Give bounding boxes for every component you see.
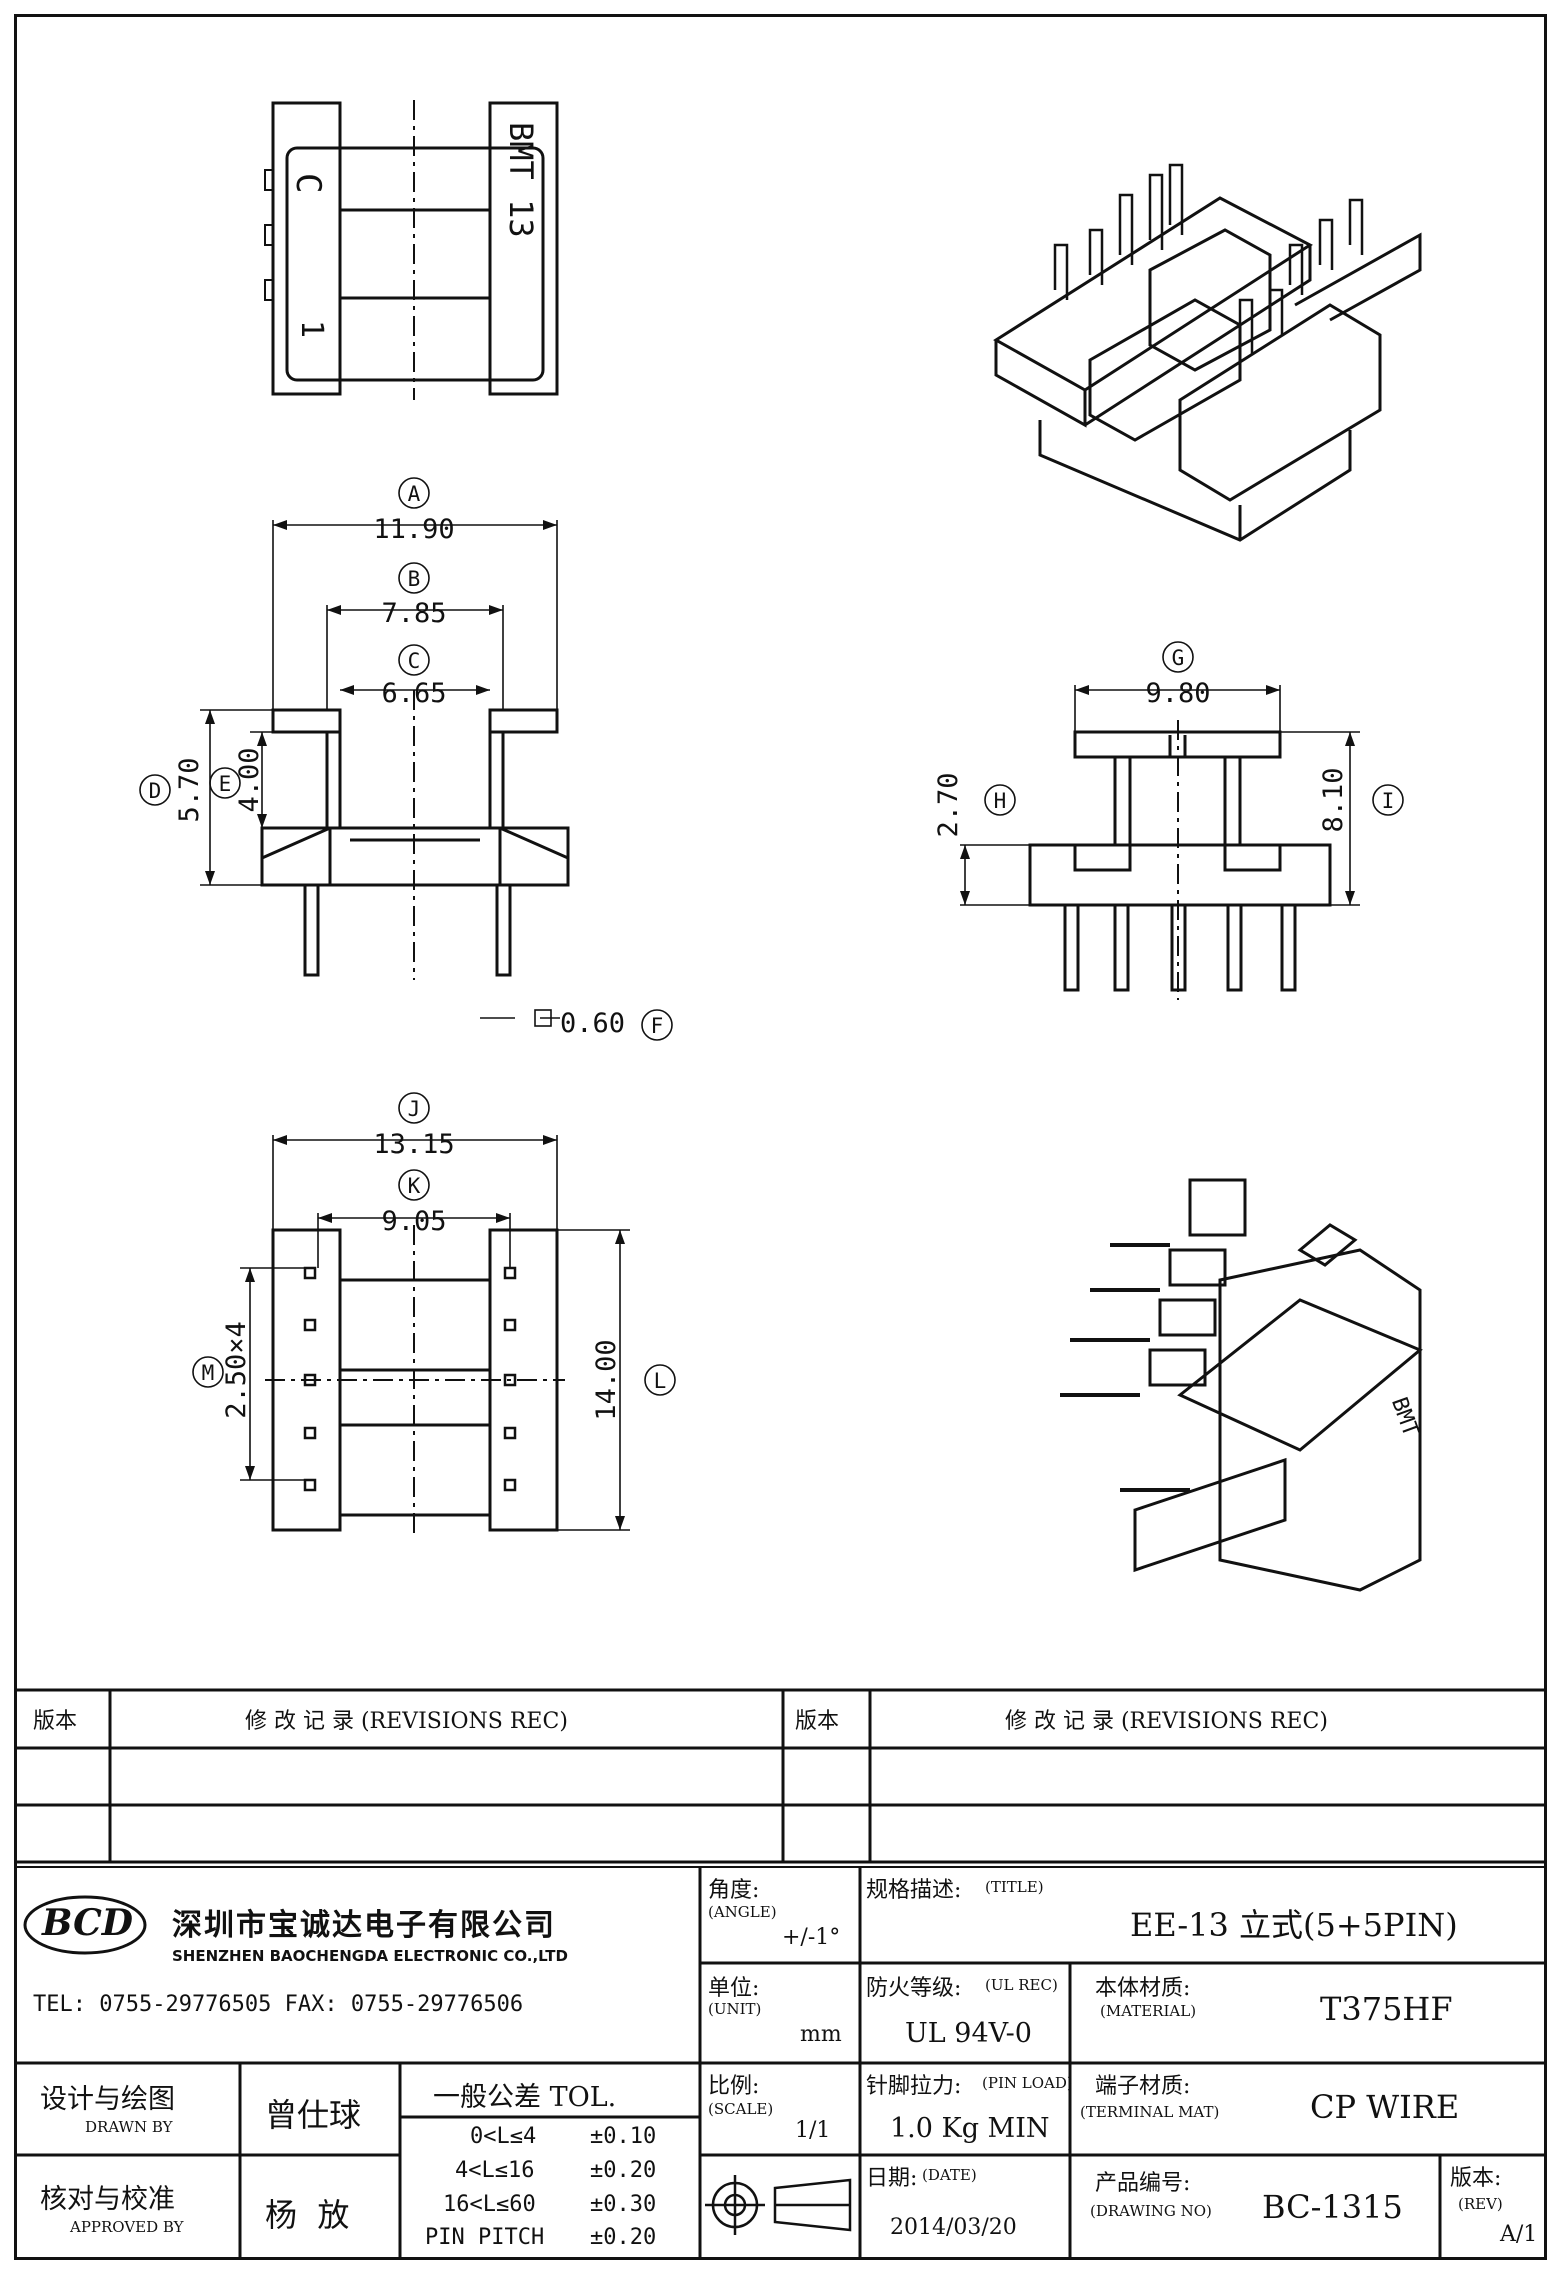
tolerance-range-3: 16<L≤60 bbox=[443, 2192, 536, 2217]
top-view-model-text: BMT 13 bbox=[502, 122, 540, 238]
dim-value-j: 13.15 bbox=[373, 1129, 454, 1160]
title-label: 规格描述: bbox=[866, 1878, 962, 1903]
dim-value-d: 5.70 bbox=[174, 757, 205, 822]
revision-version-header-2: 版本 bbox=[795, 1709, 840, 1734]
unit-label-en: (UNIT) bbox=[708, 2000, 762, 2018]
date-value: 2014/03/20 bbox=[890, 2215, 1017, 2240]
dim-letter-i: I bbox=[1382, 789, 1395, 813]
scale-label: 比例: bbox=[708, 2074, 760, 2099]
dim-letter-h: H bbox=[994, 789, 1007, 813]
dim-letter-l: L bbox=[654, 1369, 667, 1393]
drawing-no-label: 产品编号: bbox=[1095, 2171, 1191, 2196]
revision-version-header-1: 版本 bbox=[33, 1709, 78, 1734]
dim-value-i: 8.10 bbox=[1318, 767, 1349, 832]
dim-letter-m: M bbox=[202, 1361, 215, 1385]
title-label-en: (TITLE) bbox=[985, 1878, 1044, 1896]
iso-view-top bbox=[993, 163, 1422, 542]
dim-value-c: 6.65 bbox=[381, 678, 446, 709]
scale-label-en: (SCALE) bbox=[708, 2100, 774, 2118]
pin-load-label: 针脚拉力: bbox=[866, 2074, 962, 2099]
terminal-label: 端子材质: bbox=[1095, 2074, 1191, 2099]
dim-letter-c: C bbox=[408, 649, 421, 673]
material-value: T375HF bbox=[1320, 1990, 1453, 2028]
title-value: EE-13 立式(5+5PIN) bbox=[1130, 1906, 1458, 1944]
pin-load-label-en: (PIN LOAD) bbox=[982, 2074, 1073, 2092]
angle-label: 角度: bbox=[708, 1878, 760, 1903]
top-view bbox=[264, 100, 559, 400]
ul-label-en: (UL REC) bbox=[985, 1976, 1058, 1994]
terminal-value: CP WIRE bbox=[1310, 2088, 1460, 2126]
company-tel-fax: TEL: 0755-29776505 FAX: 0755-29776506 bbox=[33, 1992, 524, 2017]
dim-value-f: 0.60 bbox=[560, 1008, 625, 1039]
dim-value-k: 9.05 bbox=[381, 1206, 446, 1237]
unit-value: mm bbox=[800, 2022, 842, 2047]
technical-drawing: C 1 BMT 13 BMT A 11.90 B 7.85 C 6.65 D 5… bbox=[139, 100, 1423, 1592]
date-label-en: (DATE) bbox=[922, 2166, 977, 2184]
rev-label-en: (REV) bbox=[1458, 2195, 1503, 2213]
pin-load-value: 1.0 Kg MIN bbox=[890, 2113, 1050, 2144]
angle-value: +/-1° bbox=[782, 1925, 841, 1950]
tolerance-value-1: ±0.10 bbox=[590, 2124, 657, 2149]
projection-symbol-icon bbox=[705, 2175, 852, 2235]
company-logo-icon bbox=[23, 1895, 147, 1955]
drawing-sheet bbox=[14, 14, 1547, 2260]
tolerance-value-4: ±0.20 bbox=[590, 2225, 657, 2250]
tolerance-title: 一般公差 TOL. bbox=[433, 2082, 617, 2113]
rev-value: A/1 bbox=[1500, 2222, 1538, 2247]
designer-name: 曾仕球 bbox=[265, 2096, 362, 2134]
scale-value: 1/1 bbox=[795, 2118, 831, 2143]
top-view-pin-one: 1 bbox=[294, 320, 329, 338]
dim-letter-g: G bbox=[1172, 646, 1185, 670]
dim-value-l: 14.00 bbox=[591, 1339, 622, 1420]
dim-value-h: 2.70 bbox=[933, 772, 964, 837]
dim-letter-d: D bbox=[149, 779, 162, 803]
company-name-en: SHENZHEN BAOCHENGDA ELECTRONIC CO.,LTD bbox=[172, 1947, 568, 1965]
ul-label: 防火等级: bbox=[866, 1976, 962, 2001]
approver-name: 杨 放 bbox=[265, 2196, 350, 2234]
dim-letter-b: B bbox=[408, 567, 421, 591]
approver-label-en: APPROVED BY bbox=[70, 2218, 184, 2236]
tolerance-range-4: PIN PITCH bbox=[425, 2225, 545, 2250]
dim-value-m: 2.50×4 bbox=[221, 1321, 252, 1419]
tolerance-range-2: 4<L≤16 bbox=[455, 2158, 535, 2183]
approver-label: 核对与校准 bbox=[40, 2184, 175, 2215]
revision-records-header-1: 修 改 记 录 (REVISIONS REC) bbox=[245, 1709, 568, 1734]
company-name-cn: 深圳市宝诚达电子有限公司 bbox=[172, 1908, 556, 1943]
dim-letter-k: K bbox=[408, 1174, 421, 1198]
date-label: 日期: bbox=[866, 2166, 918, 2191]
dim-value-b: 7.85 bbox=[381, 598, 446, 629]
designer-label: 设计与绘图 bbox=[40, 2084, 175, 2115]
ul-value: UL 94V-0 bbox=[905, 2018, 1032, 2049]
dim-value-g: 9.80 bbox=[1145, 678, 1210, 709]
dim-value-e: 4.00 bbox=[234, 747, 265, 812]
rev-label: 版本: bbox=[1450, 2166, 1502, 2191]
dim-letter-f: F bbox=[651, 1014, 664, 1038]
front-view bbox=[260, 690, 570, 980]
material-label-en: (MATERIAL) bbox=[1100, 2002, 1197, 2020]
dim-letter-a: A bbox=[408, 482, 421, 506]
tolerance-range-1: 0<L≤4 bbox=[470, 2124, 537, 2149]
revision-records-header-2: 修 改 记 录 (REVISIONS REC) bbox=[1005, 1709, 1328, 1734]
tolerance-value-3: ±0.30 bbox=[590, 2192, 657, 2217]
tolerance-value-2: ±0.20 bbox=[590, 2158, 657, 2183]
unit-label: 单位: bbox=[708, 1976, 760, 2001]
top-view-letter-c: C bbox=[288, 173, 328, 193]
terminal-label-en: (TERMINAL MAT) bbox=[1080, 2103, 1220, 2121]
drawing-no-label-en: (DRAWING NO) bbox=[1090, 2202, 1212, 2220]
dim-letter-e: E bbox=[219, 772, 232, 796]
company-logo-text: BCD bbox=[42, 1902, 133, 1944]
designer-label-en: DRAWN BY bbox=[85, 2118, 173, 2136]
dim-value-a: 11.90 bbox=[373, 514, 454, 545]
drawing-no-value: BC-1315 bbox=[1262, 2188, 1403, 2226]
angle-label-en: (ANGLE) bbox=[708, 1903, 777, 1921]
material-label: 本体材质: bbox=[1095, 1976, 1191, 2001]
dim-letter-j: J bbox=[408, 1097, 421, 1121]
iso-view-bottom bbox=[1060, 1178, 1423, 1592]
